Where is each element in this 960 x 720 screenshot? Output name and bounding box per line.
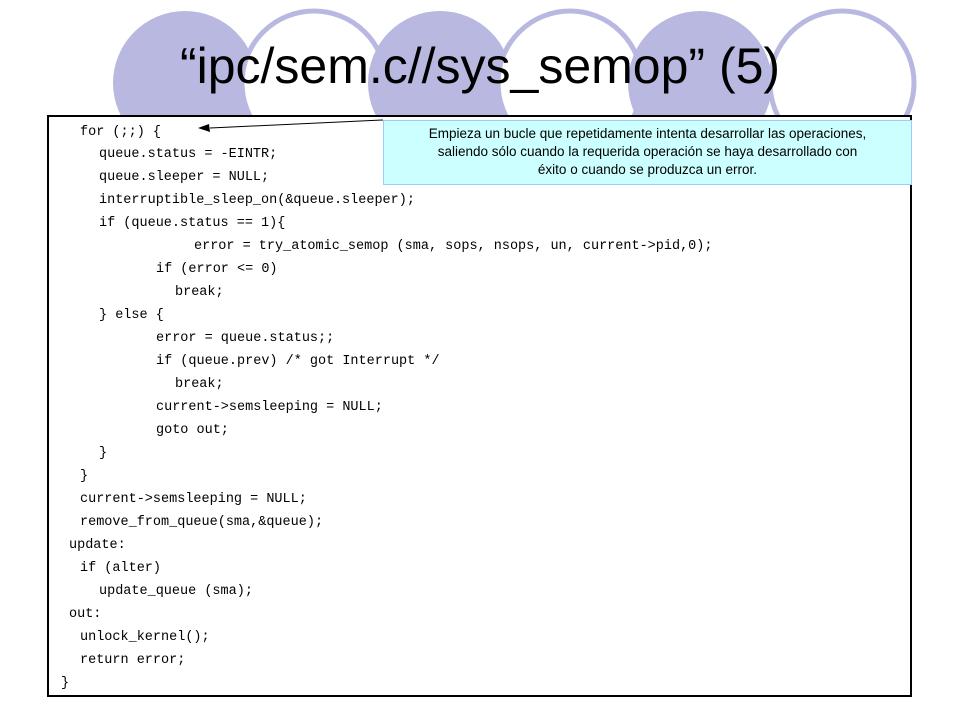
code-line: error = queue.status;;	[156, 331, 335, 346]
code-line: current->semsleeping = NULL;	[80, 492, 307, 507]
code-line: queue.sleeper = NULL;	[99, 170, 270, 185]
code-line: queue.status = -EINTR;	[99, 147, 278, 162]
code-line: remove_from_queue(sma,&queue);	[80, 515, 324, 530]
code-line: if (queue.prev) /* got Interrupt */	[156, 354, 440, 369]
code-line: interruptible_sleep_on(&queue.sleeper);	[99, 193, 415, 208]
callout-note: Empieza un bucle que repetidamente inten…	[383, 120, 912, 185]
code-line: error = try_atomic_semop (sma, sops, nso…	[194, 239, 713, 254]
code-line: break;	[175, 377, 224, 392]
callout-line: saliendo sólo cuando la requerida operac…	[437, 144, 858, 159]
code-panel: for (;;) { queue.status = -EINTR; queue.…	[47, 115, 912, 697]
code-line: }	[99, 446, 108, 461]
code-line: for (;;) {	[80, 125, 162, 140]
code-line: if (error <= 0)	[156, 262, 278, 277]
callout-line: éxito o cuando se produzca un error.	[537, 162, 758, 177]
code-line: }	[61, 676, 70, 691]
code-line: update_queue (sma);	[99, 584, 253, 599]
code-line: current->semsleeping = NULL;	[156, 400, 383, 415]
code-line: goto out;	[156, 423, 229, 438]
code-line: if (alter)	[80, 561, 162, 576]
code-line: update:	[69, 538, 126, 553]
code-line: return error;	[80, 653, 186, 668]
code-line: break;	[175, 285, 224, 300]
code-line: if (queue.status == 1){	[99, 216, 286, 231]
callout-line: Empieza un bucle que repetidamente inten…	[428, 126, 867, 141]
code-line: unlock_kernel();	[80, 630, 210, 645]
slide-title: “ipc/sem.c//sys_semop” (5)	[179, 38, 781, 94]
code-line: }	[80, 469, 89, 484]
code-line: out:	[69, 607, 102, 622]
code-line: } else {	[99, 308, 164, 323]
